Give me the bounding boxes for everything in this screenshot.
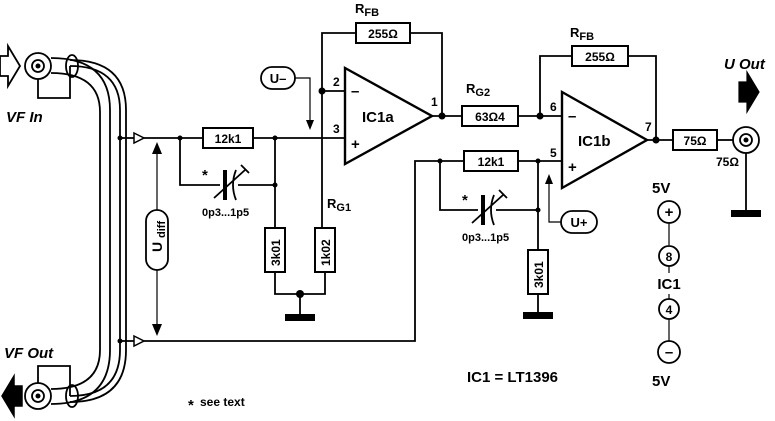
vf-out-connector	[24, 365, 71, 410]
resistor-rfb-2: 255Ω RFB	[570, 25, 629, 67]
svg-text:RFB: RFB	[355, 1, 379, 19]
rfb2-sub: FB	[579, 31, 594, 43]
resistor-rg1: 1k02 RG1	[314, 196, 351, 273]
vf-in-label: VF In	[6, 109, 43, 126]
rg2-label: R	[466, 81, 476, 96]
ic1-label: IC1	[657, 276, 680, 293]
svg-text:U diff: U diff	[149, 221, 168, 252]
wire-cap1	[179, 138, 275, 186]
u-out-connector: 75Ω	[716, 126, 761, 217]
pin-4: 4	[666, 303, 673, 317]
cap1-value: 0p3...1p5	[202, 207, 249, 219]
star-1: *	[202, 167, 208, 184]
trim-capacitor-1: * 0p3...1p5	[202, 164, 250, 219]
wire-ic1a-feedback	[321, 32, 443, 114]
resistor-rfb-1: 255Ω RFB	[355, 1, 411, 44]
op-amp-ic1a: IC1a – + 2 3 1	[333, 65, 438, 167]
ic1a-minus: –	[351, 83, 359, 100]
svg-text:RG2: RG2	[466, 81, 490, 99]
u-out-arrow	[738, 69, 760, 115]
u-minus-label: U–	[270, 71, 287, 86]
u-out-label: U Out	[724, 56, 766, 73]
pin-1: 1	[431, 95, 438, 109]
ground-2	[523, 312, 553, 319]
rfb1-value: 255Ω	[368, 27, 398, 41]
ic1b-minus: –	[568, 108, 576, 125]
ic1a-plus: +	[351, 136, 360, 153]
pin-8: 8	[666, 250, 673, 264]
wire-ic1b-plus	[144, 160, 562, 342]
svg-text:RG1: RG1	[327, 196, 351, 214]
op-amp-ic1b: IC1b – + 6 5 7	[550, 89, 652, 191]
supply-top-label: 5V	[652, 180, 670, 197]
ground-1	[285, 290, 315, 321]
rg2-value: 63Ω4	[475, 110, 505, 124]
r75-value: 75Ω	[684, 134, 707, 148]
ic1b-name: IC1b	[578, 133, 611, 150]
see-text-star: *	[188, 397, 194, 414]
pin-2: 2	[333, 75, 340, 89]
cable-tap-bottom	[117, 334, 146, 348]
u-diff-sub: diff	[156, 221, 168, 238]
rg1-sub: G1	[336, 202, 351, 214]
supply-pins: 5V + 8 IC1 4 – 5V	[652, 180, 681, 390]
pin-7: 7	[645, 120, 652, 134]
vf-out-arrow	[1, 373, 23, 419]
supply-bottom-label: 5V	[652, 373, 670, 390]
resistor-3k01-b: 3k01	[527, 249, 549, 295]
rfb1-label: R	[355, 1, 365, 16]
pin-5: 5	[550, 146, 557, 160]
resistor-3k01-a: 3k01	[264, 227, 286, 273]
u-minus-tag: U–	[260, 66, 314, 130]
vf-in-arrow	[0, 42, 22, 90]
vf-in-connector	[24, 52, 71, 99]
ic-part-label: IC1 = LT1396	[467, 369, 558, 386]
resistor-12k1-a: 12k1	[202, 127, 254, 149]
rg1-label: R	[327, 196, 337, 211]
supply-plus-sign: +	[665, 204, 674, 221]
u-diff-main: U	[149, 242, 165, 252]
star-2: *	[462, 192, 468, 209]
svg-text:RFB: RFB	[570, 25, 594, 43]
resistor-12k1-b: 12k1	[463, 150, 519, 172]
cable-tap-top	[117, 131, 146, 145]
rfb2-label: R	[570, 25, 580, 40]
resistor-3k01-a-value: 3k01	[269, 239, 283, 266]
trim-capacitor-2: * 0p3...1p5	[462, 189, 509, 244]
supply-minus-sign: –	[665, 344, 673, 361]
u-plus-tag: U+	[545, 174, 598, 234]
coax-cable	[50, 54, 127, 408]
pin-3: 3	[333, 122, 340, 136]
resistor-rg2: 63Ω4 RG2	[461, 81, 519, 127]
ic1b-plus: +	[568, 159, 577, 176]
wire-cap2	[439, 161, 538, 211]
ic1a-name: IC1a	[362, 109, 394, 126]
resistor-12k1-a-value: 12k1	[215, 132, 242, 146]
rfb2-value: 255Ω	[585, 50, 615, 64]
resistor-12k1-b-value: 12k1	[478, 155, 505, 169]
pin-6: 6	[550, 100, 557, 114]
see-text-note: see text	[200, 395, 245, 409]
resistor-75-series: 75Ω	[672, 129, 718, 151]
vf-out-label: VF Out	[4, 345, 54, 362]
rg1-value: 1k02	[319, 239, 333, 266]
rg2-sub: G2	[475, 87, 490, 99]
rfb1-sub: FB	[364, 7, 379, 19]
u-plus-label: U+	[571, 215, 588, 230]
u-diff-indicator: U diff	[145, 142, 169, 336]
r75-term-value: 75Ω	[716, 155, 739, 169]
cap2-value: 0p3...1p5	[462, 232, 509, 244]
resistor-3k01-b-value: 3k01	[532, 261, 546, 288]
